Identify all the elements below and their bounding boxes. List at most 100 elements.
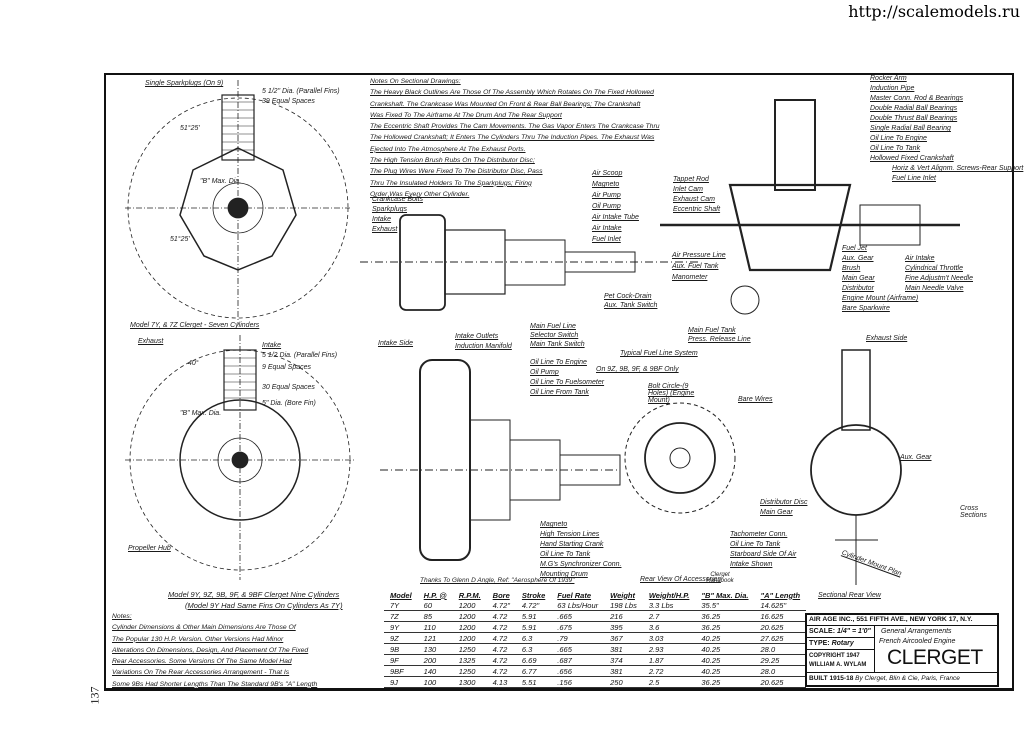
table-cell: 16.625 [754,610,807,622]
table-cell: 4.72 [486,621,516,633]
label: Aux. Tank Switch [604,302,658,309]
note-line: Cylinder Dimensions & Other Main Dimensi… [112,624,296,632]
label: Oil Line To Engine [530,359,587,366]
publisher: AIR AGE INC., 551 FIFTH AVE., NEW YORK 1… [807,615,997,626]
note-line: The High Tension Brush Rubs On The Distr… [370,157,535,165]
copyright: COPYRIGHT 1947 [809,653,860,659]
label: Cylindrical Throttle [905,265,963,272]
table-cell: 40.25 [695,665,755,677]
table-cell: 7Z [384,610,418,622]
label: Oil Line To Engine [870,135,927,142]
table-cell: .675 [551,621,605,633]
label: Fine Adjustm't Needle [905,275,973,282]
table-cell: 2.72 [642,665,696,677]
label: Bare Sparkwire [842,305,890,312]
rear-view-caption: Rear View Of Accessories [640,576,721,583]
table-cell: 9BF [384,665,418,677]
column-header: Bore [492,590,510,600]
label: Starboard Side Of Air Intake Shown [730,551,797,568]
label: Rocker Arm [870,75,907,82]
table-cell: 60 [417,600,453,611]
table-cell: 4.72 [486,643,516,655]
caption: (Model 9Y Had Same Fins On Cylinders As … [185,601,343,610]
table-cell: 4.72 [486,654,516,666]
fuel-labels-c: Main Fuel Line Selector Switch Main Tank… [530,322,585,349]
table-cell: .156 [551,676,605,688]
table-cell: 1200 [452,610,487,622]
note-line: The Popular 130 H.P. Version. Other Vers… [112,635,284,643]
description-2: French Aircooled Engine [879,638,956,645]
side-view-lower-labels: Magneto High Tension Lines Hand Starting… [540,520,621,580]
label: Magneto [540,521,568,528]
label: Air Intake [905,255,935,262]
note-line: The Eccentric Shaft Provides The Cam Mov… [370,123,660,131]
note-line: Rear Accessories. Some Versions Of The S… [112,658,292,666]
label: Eccentric Shaft [673,206,721,213]
caption: Model 9Y, 9Z, 9B, 9F, & 9BF Clerget Nine… [168,590,340,599]
table-cell: 28.0 [754,643,807,655]
note-line: Ejected Into The Atmosphere At The Exhau… [370,145,526,153]
table-cell: 1325 [452,654,487,666]
note-line: Alterations On Dimensions, Design, And P… [112,646,309,654]
section-labels-left: Tappet Rod Inlet Cam Exhaust Cam Eccentr… [673,175,720,215]
label: M.G's Synchronizer Conn. [540,561,622,568]
label: Aux. Gear [900,454,932,461]
label: Bare Wires [738,396,773,403]
label: Air Pressure Line [672,252,726,259]
table-cell: 29.25 [754,654,807,666]
table-cell: 9J [384,676,418,688]
side-view-top [360,214,760,315]
column-header: R.P.M. [458,590,481,600]
note-line: The Plug Wires Were Fixed To The Distrib… [370,168,543,176]
table-cell: 6.77 [515,665,552,677]
table-cell: 6.69 [515,654,552,666]
table-cell: 4.72 [486,632,516,644]
table-cell: 2.7 [642,610,696,622]
scale-value: 1/4" = 1'0" [837,628,871,635]
table-cell: 395 [604,621,643,633]
label: Fuel Jet [842,245,867,252]
label: Induction Manifold [455,343,512,350]
label: Sparkplugs [372,206,408,213]
note-line: Order Was Every Other Cylinder. [370,190,470,198]
drawing-frame [104,73,1014,691]
table-cell: 40.25 [695,643,755,655]
table-cell: 4.72" [515,600,552,611]
rear-view-labels: Distributor Disc Main Gear [760,498,807,518]
label: Double Thrust Ball Bearings [870,115,958,122]
label: 40° [188,360,199,367]
table-cell: 367 [604,632,643,644]
side-view-bottom [380,359,621,561]
carb-labels: Air Intake Cylindrical Throttle Fine Adj… [905,254,973,294]
note-line: Variations On The Rear Accessories Arran… [112,669,290,677]
table-cell: 6.3 [515,643,552,655]
label: Oil Pump [592,203,621,210]
table-cell: 85 [417,610,453,622]
table-cell: 14.625" [754,600,807,611]
label: Intake [262,342,282,349]
table-cell: 130 [417,643,453,655]
label: Crankcase Bolts [372,196,423,203]
note-line: The Hollowed Crankshaft; It Enters The C… [370,134,655,142]
label: Air Intake Tube [592,214,639,221]
label: "B" Max. Dia. [180,410,222,417]
caption: Sectional Rear View [818,592,881,599]
table-cell: 2.5 [642,676,696,688]
rear-view-labels-2: Tachometer Conn. Oil Line To Tank Starbo… [730,530,800,570]
notes-title: Notes: [112,613,132,620]
label: Oil Line To Tank [730,541,781,548]
label: Air Pump [592,192,621,199]
table-cell: 9Y [384,621,418,633]
label: Aux. Fuel Tank [672,263,719,270]
column-header: Weight/H.P. [648,590,690,600]
built: BUILT 1915-18 [809,675,854,682]
table-cell: 1300 [452,676,487,688]
column-header: Model [390,590,412,600]
table-cell: 4.72" [486,600,516,611]
